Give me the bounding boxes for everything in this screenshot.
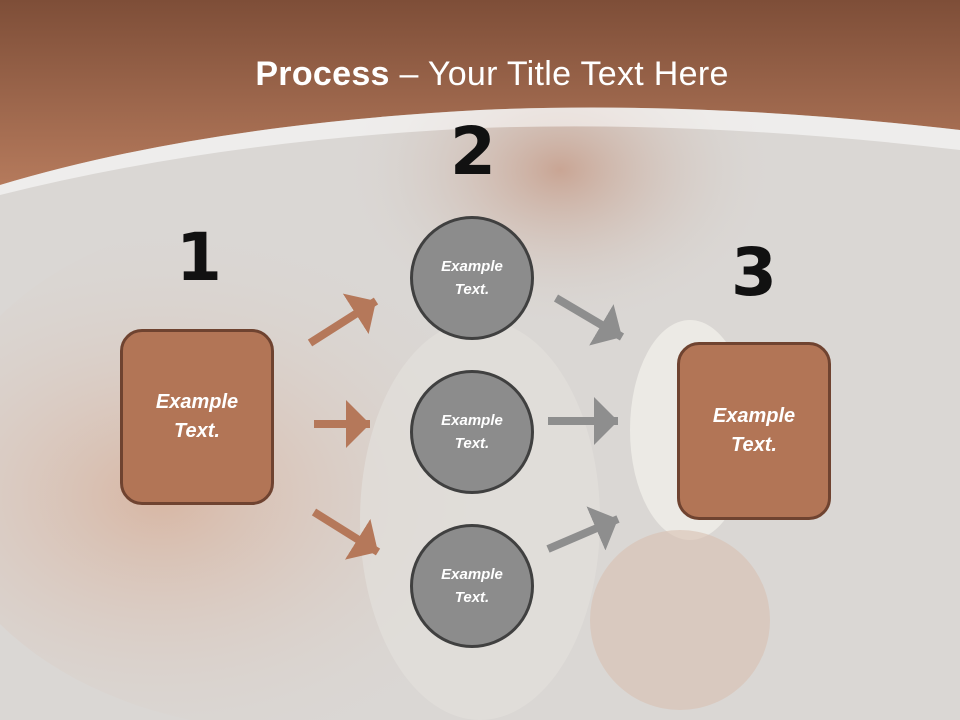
slide-title: Process – Your Title Text Here: [0, 52, 960, 96]
title-rest: – Your Title Text Here: [389, 55, 729, 93]
process-circle-middle: Example Text.: [410, 370, 534, 494]
process-circle-bottom: Example Text.: [410, 524, 534, 648]
title-bold: Process: [255, 55, 390, 93]
arrow-top-to-right: [553, 294, 625, 346]
arrow-left-to-top: [307, 293, 379, 347]
step-number-1: 1: [176, 219, 222, 296]
right-process-box: Example Text.: [677, 342, 831, 520]
left-box-text: Example Text.: [155, 391, 239, 442]
arrow-bottom-to-right: [546, 506, 620, 553]
circle-bottom-text: Example Text.: [441, 566, 503, 606]
step-number-3: 3: [731, 234, 777, 311]
right-box-text: Example Text.: [712, 405, 796, 456]
process-circle-top: Example Text.: [410, 216, 534, 340]
circle-middle-text: Example Text.: [441, 412, 503, 452]
circle-top-text: Example Text.: [441, 258, 503, 298]
arrow-left-to-bottom: [311, 508, 381, 560]
step-number-2: 2: [450, 113, 496, 190]
left-process-box: Example Text.: [120, 329, 274, 505]
